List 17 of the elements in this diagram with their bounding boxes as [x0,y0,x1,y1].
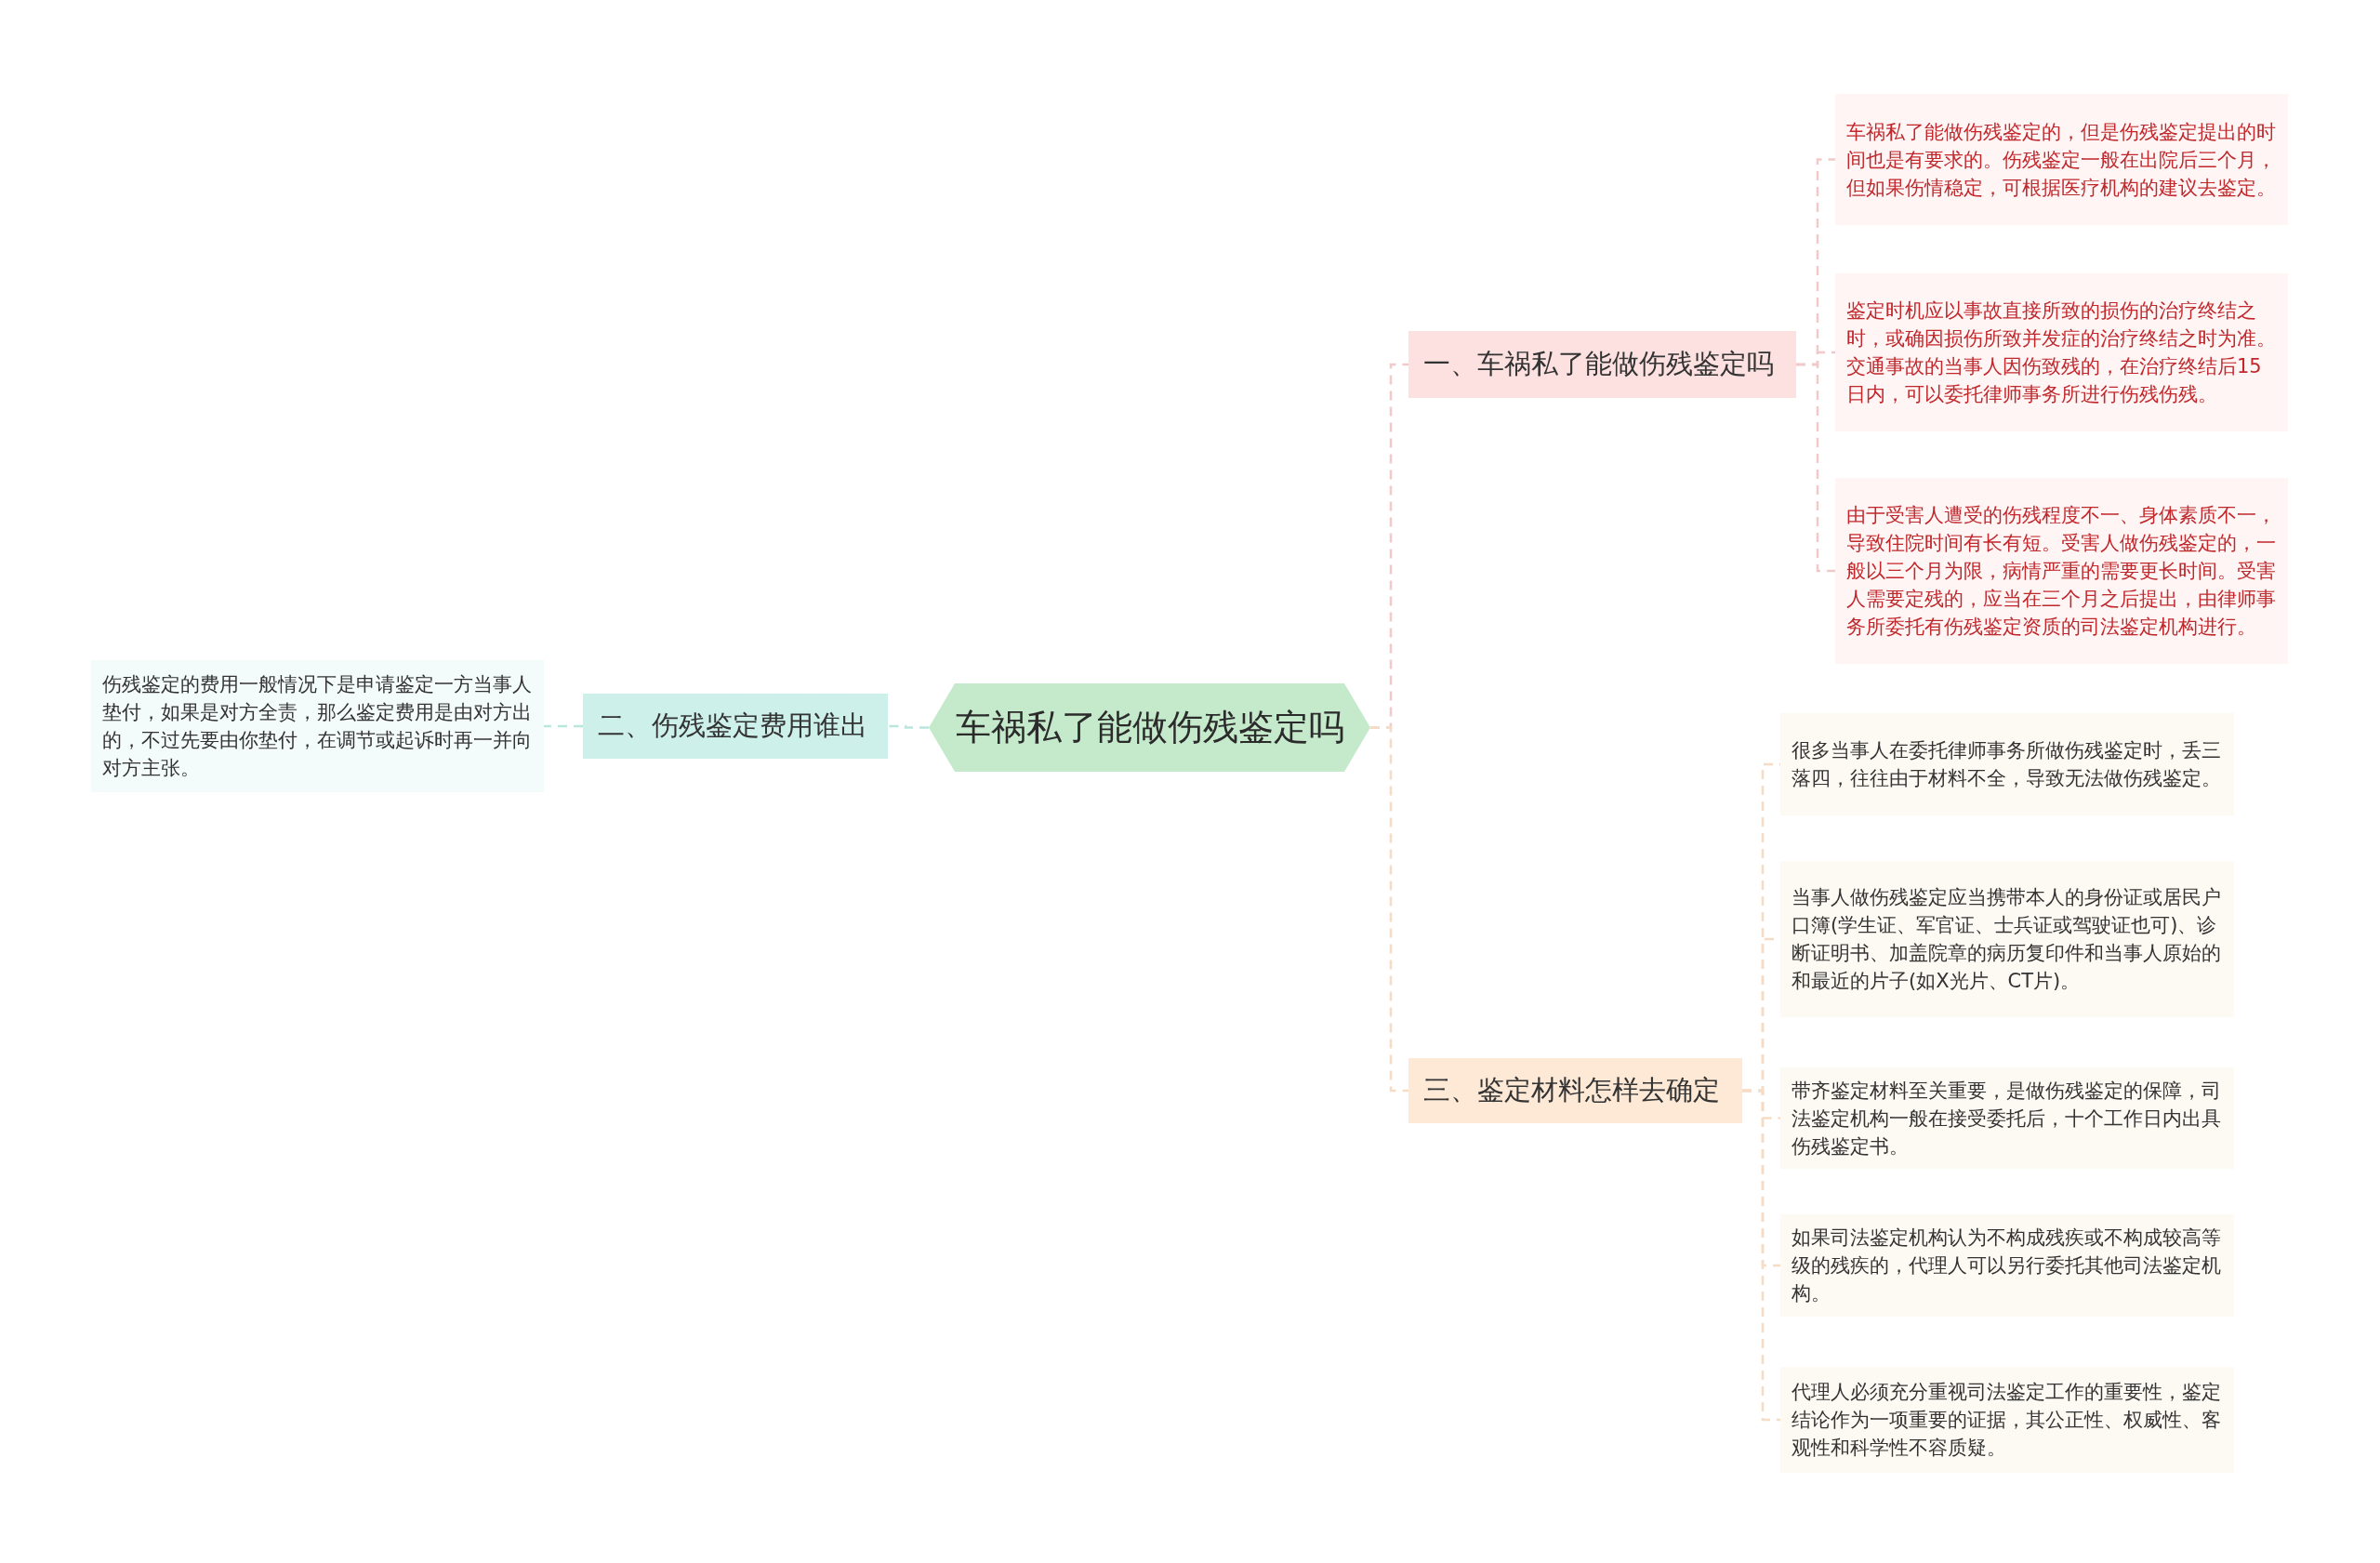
note-box: 代理人必须充分重视司法鉴定工作的重要性，鉴定结论作为一项重要的证据，其公正性、权威性、客观性和科学性不容质疑。 [1780,1367,2234,1473]
note-box: 车祸私了能做伤残鉴定的，但是伤残鉴定提出的时间也是有要求的。伤残鉴定一般在出院后三个月，但如果伤情稳定，可根据医疗机构的建议去鉴定。 [1835,94,2288,225]
topic-box: 二、伤残鉴定费用谁出 [583,694,888,759]
topic-box: 三、鉴定材料怎样去确定 [1408,1058,1742,1123]
connector-line [888,724,929,729]
note-box: 当事人做伤残鉴定应当携带本人的身份证或居民户口簿(学生证、军官证、士兵证或驾驶证也可)、诊断证明书、加盖院章的病历复印件和当事人原始的和最近的片子(如X光片、CT片)。 [1780,861,2234,1017]
note-box: 伤残鉴定的费用一般情况下是申请鉴定一方当事人垫付，如果是对方全责，那么鉴定费用是由对方出的，不过先要由你垫付，在调节或起诉时再一并向对方主张。 [91,660,544,792]
connector-line [1742,1089,1780,1422]
note-box: 如果司法鉴定机构认为不构成残疾或不构成较高等级的残疾的，代理人可以另行委托其他司法鉴定机构。 [1780,1214,2234,1317]
connector-line [1796,363,1835,573]
topic-box: 一、车祸私了能做伤残鉴定吗 [1408,331,1796,398]
connector-line [544,724,583,728]
connector-line [1370,726,1408,1093]
note-box: 很多当事人在委托律师事务所做伤残鉴定时，丢三落四，往往由于材料不全，导致无法做伤残鉴定。 [1780,713,2234,815]
note-box: 鉴定时机应以事故直接所致的损伤的治疗终结之时，或确因损伤所致并发症的治疗终结之时为准。交通事故的当事人因伤致残的，在治疗终结后15日内，可以委托律师事务所进行伤残伤残。 [1835,273,2288,431]
note-box: 带齐鉴定材料至关重要，是做伤残鉴定的保障，司法鉴定机构一般在接受委托后，十个工作日内出具伤残鉴定书。 [1780,1067,2234,1169]
note-box: 由于受害人遭受的伤残程度不一、身体素质不一，导致住院时间有长有短。受害人做伤残鉴定的，一般以三个月为限，病情严重的需要更长时间。受害人需要定残的，应当在三个月之后提出，由律师事务所委托有伤残鉴定资质的司法鉴定机构进行。 [1835,478,2288,664]
